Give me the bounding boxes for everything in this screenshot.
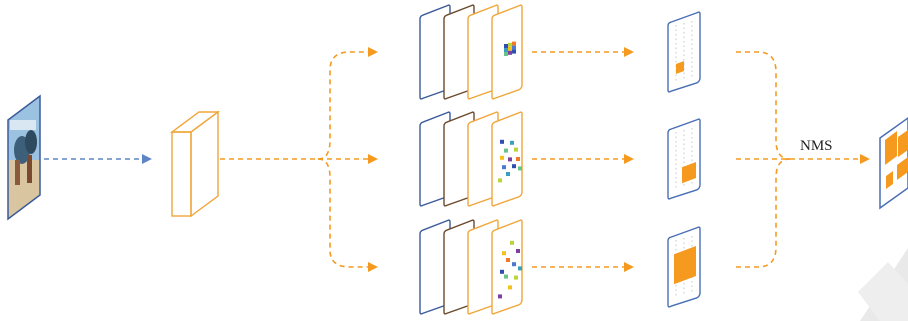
input-image-icon xyxy=(7,94,41,221)
branch-arrows xyxy=(317,47,378,272)
heat-cell xyxy=(508,157,512,162)
nms-label: NMS xyxy=(800,138,833,154)
detection-box xyxy=(674,246,696,285)
heat-cell xyxy=(508,285,512,290)
heat-cell xyxy=(510,240,514,245)
heat-cell xyxy=(500,269,504,274)
heat-cell xyxy=(512,49,516,54)
heat-cell xyxy=(510,140,514,145)
heat-cell xyxy=(504,274,508,279)
heat-cell xyxy=(504,148,508,153)
feature-stack xyxy=(419,219,523,315)
heat-cell xyxy=(506,258,510,262)
heat-cell xyxy=(516,157,520,161)
detection-box xyxy=(682,162,696,184)
heat-cell xyxy=(504,44,508,48)
feature-stack xyxy=(419,111,523,207)
heat-cell xyxy=(516,249,520,253)
heat-cell xyxy=(508,46,512,51)
heat-cell xyxy=(498,294,502,299)
heat-cell xyxy=(514,147,518,152)
merge-arrows xyxy=(736,51,870,268)
feature-layer xyxy=(491,219,523,315)
heat-cell xyxy=(514,275,518,280)
score-map xyxy=(667,118,701,200)
score-map xyxy=(667,11,701,93)
heat-cell xyxy=(500,139,504,144)
heat-cell xyxy=(508,50,512,55)
final-detections-icon xyxy=(879,117,908,210)
heat-cell xyxy=(502,165,506,170)
detection-box xyxy=(676,61,684,74)
heat-cell xyxy=(518,266,522,271)
heat-cell xyxy=(502,251,506,256)
watermark-shape-2 xyxy=(858,262,908,321)
heat-cell xyxy=(512,164,516,169)
heat-cell xyxy=(504,52,508,56)
score-map-arrows xyxy=(532,47,634,272)
heat-cell xyxy=(504,48,508,52)
heat-cell xyxy=(518,166,522,171)
heat-cell xyxy=(500,155,504,160)
score-map xyxy=(667,226,701,308)
heat-cell xyxy=(512,262,516,267)
feature-stack xyxy=(419,4,523,100)
feature-layer xyxy=(491,111,523,207)
heat-cell xyxy=(506,172,510,176)
heat-cell xyxy=(508,42,512,47)
heat-cell xyxy=(498,178,502,183)
heat-cell xyxy=(512,45,516,50)
feature-extractor-block-icon xyxy=(169,110,221,218)
heat-cell xyxy=(512,41,516,46)
